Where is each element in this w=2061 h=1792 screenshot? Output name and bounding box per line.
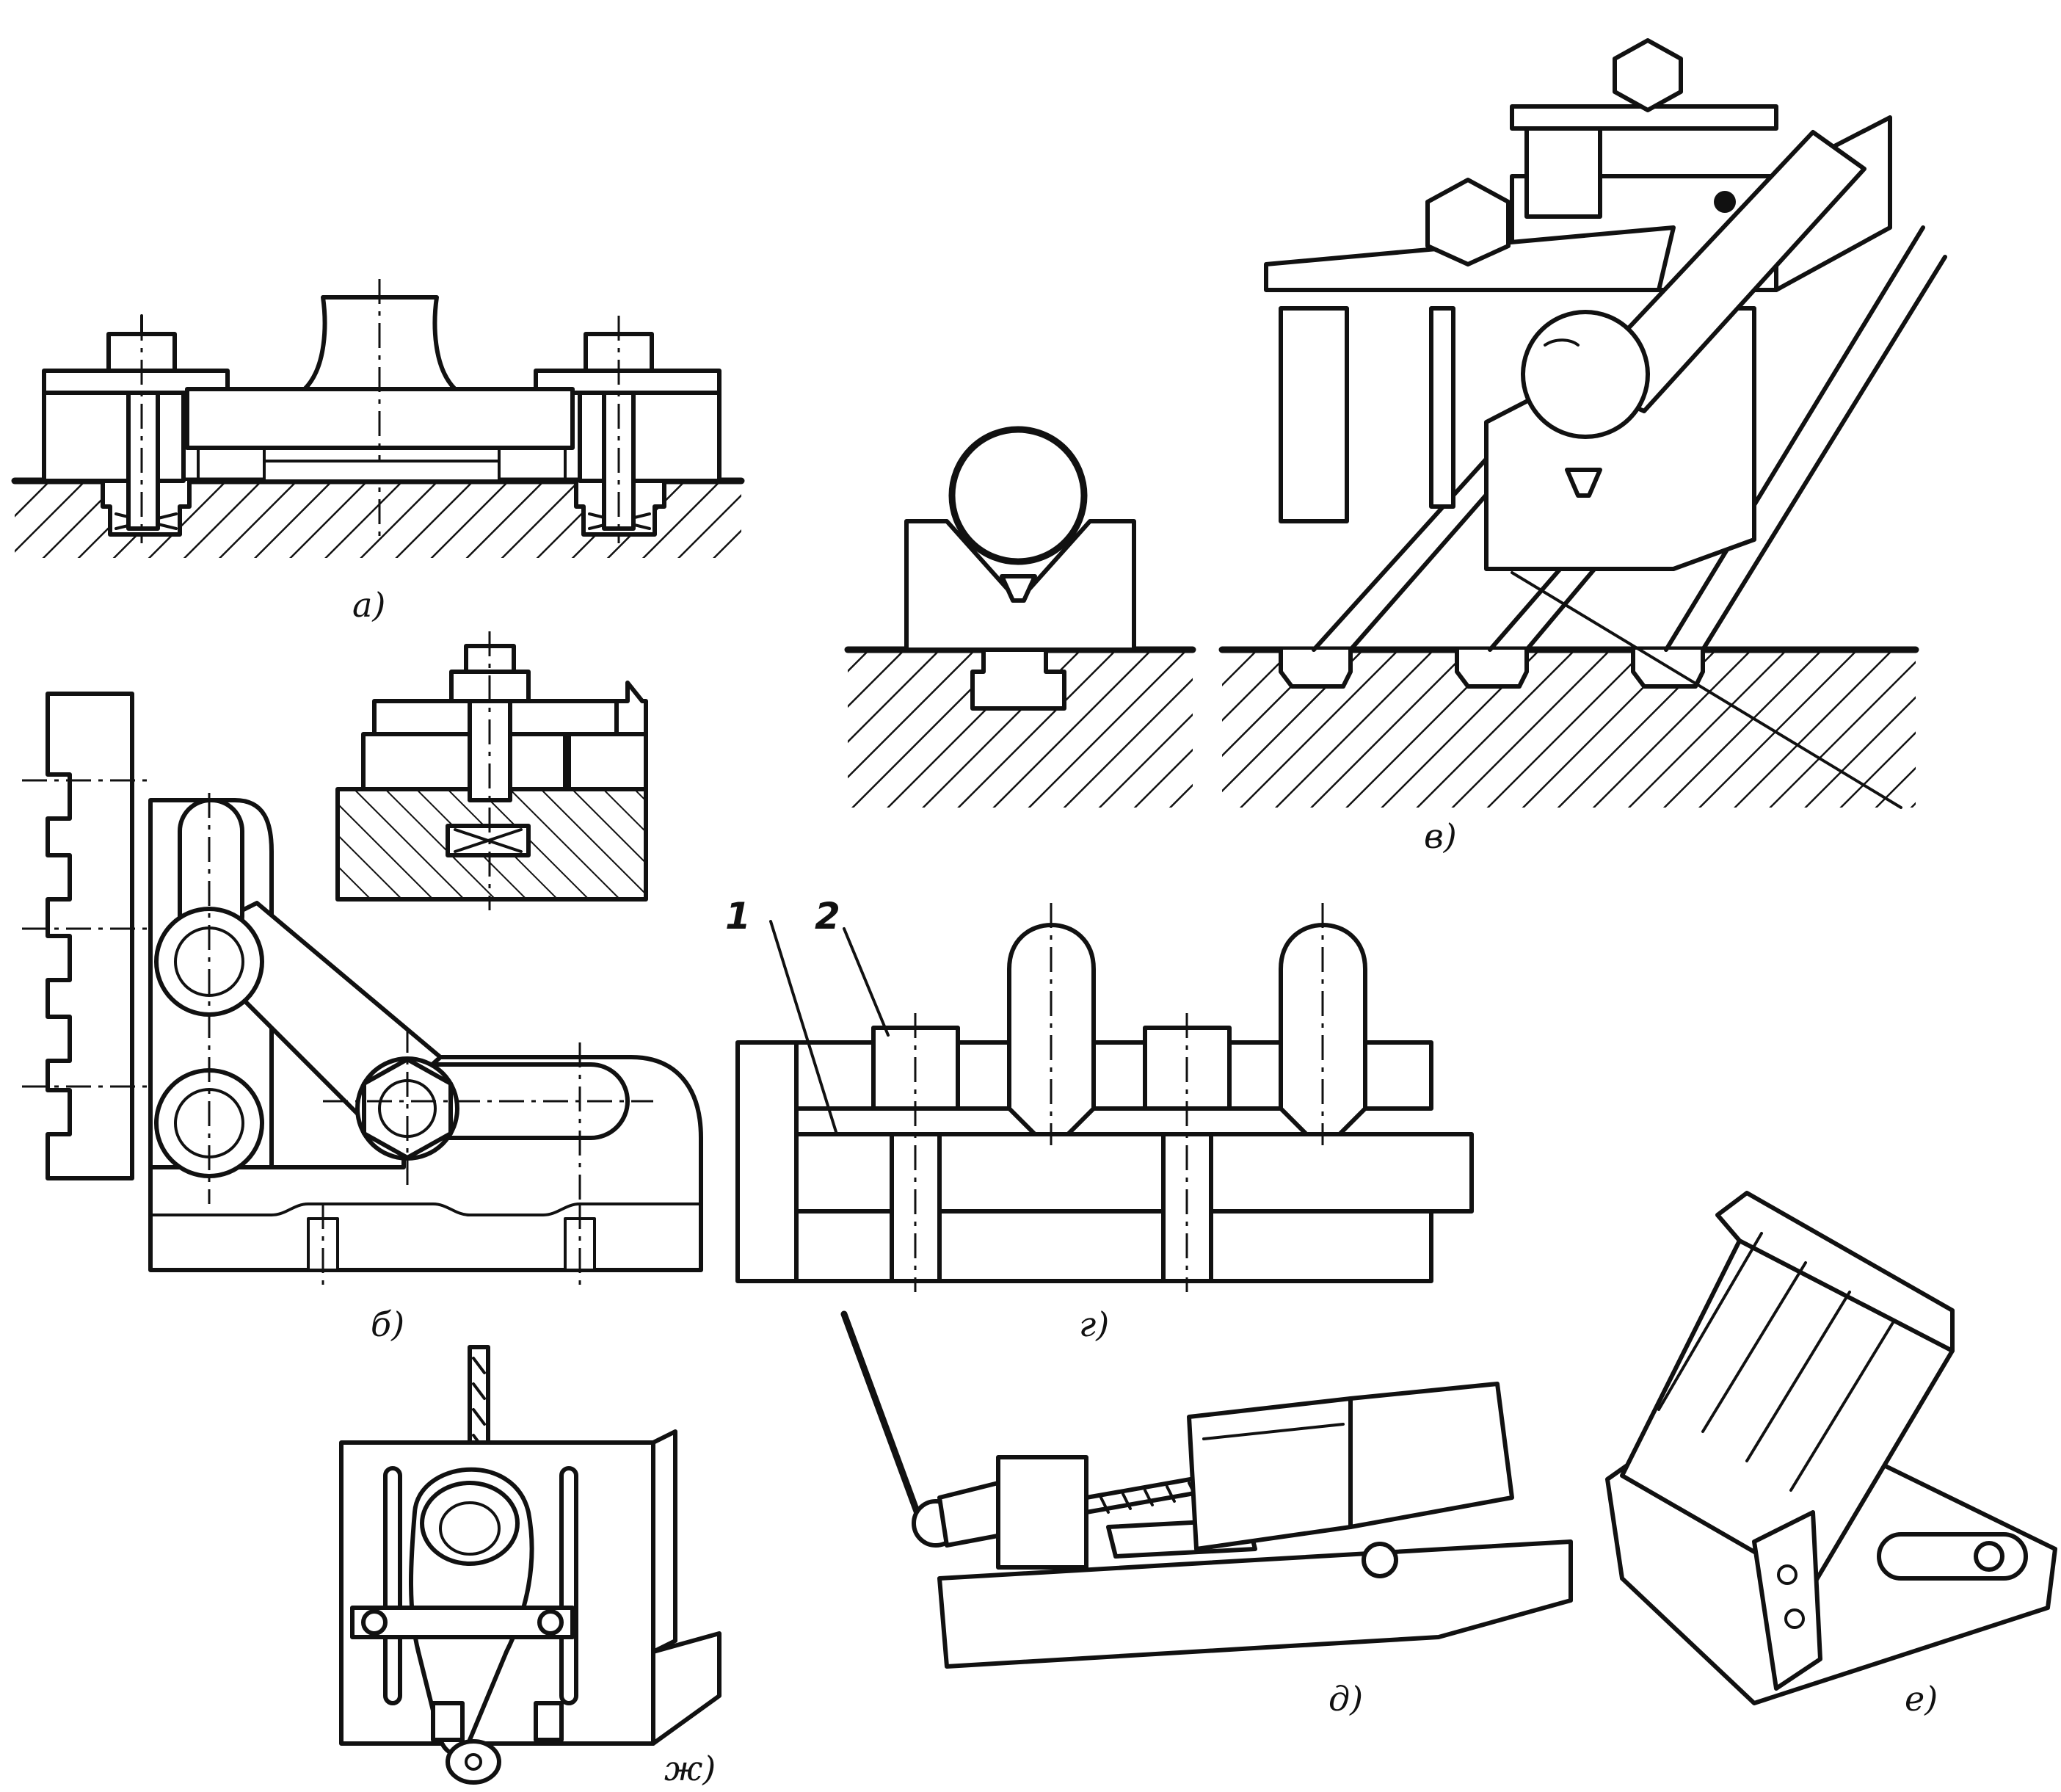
table-section: [15, 481, 741, 558]
table-section: [848, 650, 1193, 808]
figure-e-tilting-table: е): [1605, 1191, 2057, 1719]
part-number-1: 1: [725, 895, 751, 937]
figure-a-label: а): [352, 585, 385, 625]
part-number-2: 2: [815, 895, 840, 937]
figure-v-v-block: в): [844, 38, 1947, 856]
figure-zh-label: ж): [664, 1749, 716, 1788]
figure-a-flat-part-clamping: а): [11, 279, 745, 625]
figure-e-label: е): [1905, 1679, 1938, 1719]
figure-b-label: б): [371, 1305, 404, 1344]
figure-b-angle-plate: б): [22, 692, 703, 1344]
figure-v-label: в): [1424, 816, 1457, 856]
figure-b-inset-section: [335, 631, 648, 910]
figure-g-drilling-jig: 1 2 г): [725, 895, 1474, 1344]
figure-d-machine-vise: д): [840, 1310, 1573, 1719]
figure-zh-angle-fixture: ж): [339, 1345, 721, 1788]
figure-d-label: д): [1328, 1679, 1363, 1719]
figure-g-label: г): [1079, 1305, 1109, 1344]
